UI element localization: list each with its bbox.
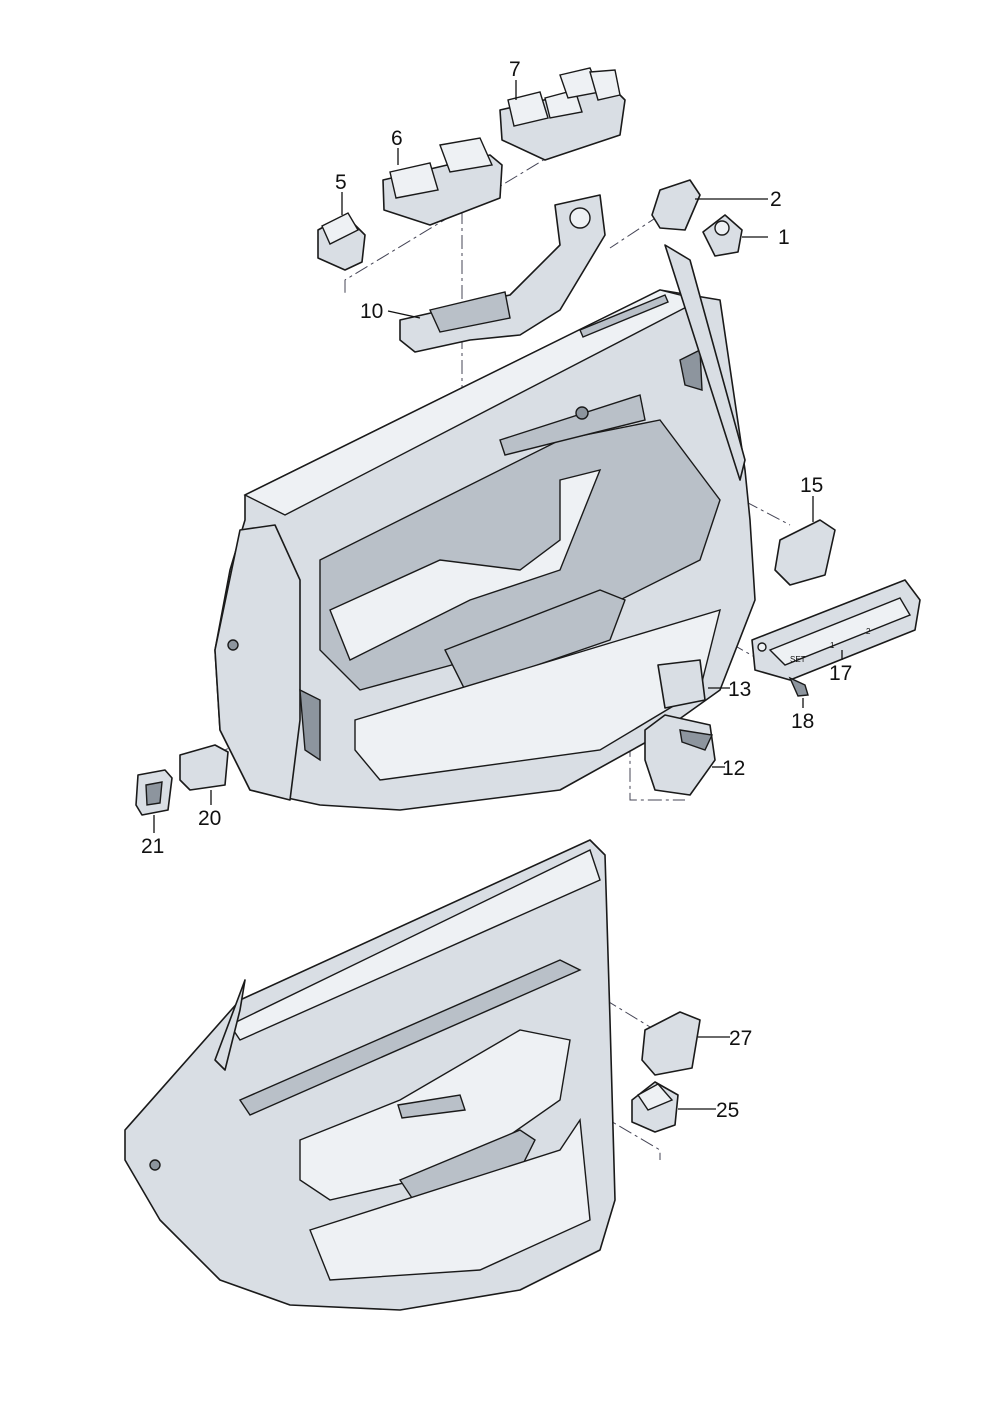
part-25-switch — [631, 1081, 679, 1133]
set-marking: SET — [790, 655, 806, 664]
callout-25: 25 — [716, 1099, 739, 1122]
part-18-screw — [788, 676, 809, 697]
part-7-window-switch-quad — [499, 67, 626, 161]
callout-20: 20 — [198, 807, 221, 830]
callout-17: 17 — [829, 662, 852, 685]
callout-6: 6 — [391, 127, 403, 150]
callout-18: 18 — [791, 710, 814, 733]
part-13-switch — [657, 659, 706, 709]
callout-12: 12 — [722, 757, 745, 780]
memory-2-marking: 2 — [866, 627, 871, 636]
part-2-trim-cover — [651, 179, 701, 231]
part-10-switch-bracket — [399, 194, 606, 353]
part-17-memory-switch-unit: SET 1 2 — [751, 579, 921, 681]
part-5-window-switch-single — [317, 212, 366, 271]
front-door-trim-panel — [214, 244, 756, 811]
part-15-switch — [774, 519, 836, 586]
part-12-housing — [644, 714, 716, 796]
callout-13: 13 — [728, 678, 751, 701]
callout-10: 10 — [360, 300, 383, 323]
callout-7: 7 — [509, 58, 521, 81]
part-1-mirror-switch — [702, 214, 743, 257]
part-27-switch — [641, 1011, 701, 1076]
memory-1-marking: 1 — [830, 641, 835, 650]
leader-lines — [153, 80, 843, 1110]
callout-2: 2 — [770, 188, 782, 211]
part-20-switch — [179, 744, 229, 791]
callout-27: 27 — [729, 1027, 752, 1050]
callout-21: 21 — [141, 835, 164, 858]
callout-15: 15 — [800, 474, 823, 497]
callout-1: 1 — [778, 226, 790, 249]
part-6-window-switch-dual — [382, 137, 503, 226]
callout-labels: 1 2 5 6 7 10 12 13 15 17 18 20 21 25 27 — [141, 58, 852, 1122]
part-21-switch-frame — [135, 769, 173, 816]
callout-5: 5 — [335, 171, 347, 194]
rear-door-trim-panel — [124, 839, 616, 1311]
